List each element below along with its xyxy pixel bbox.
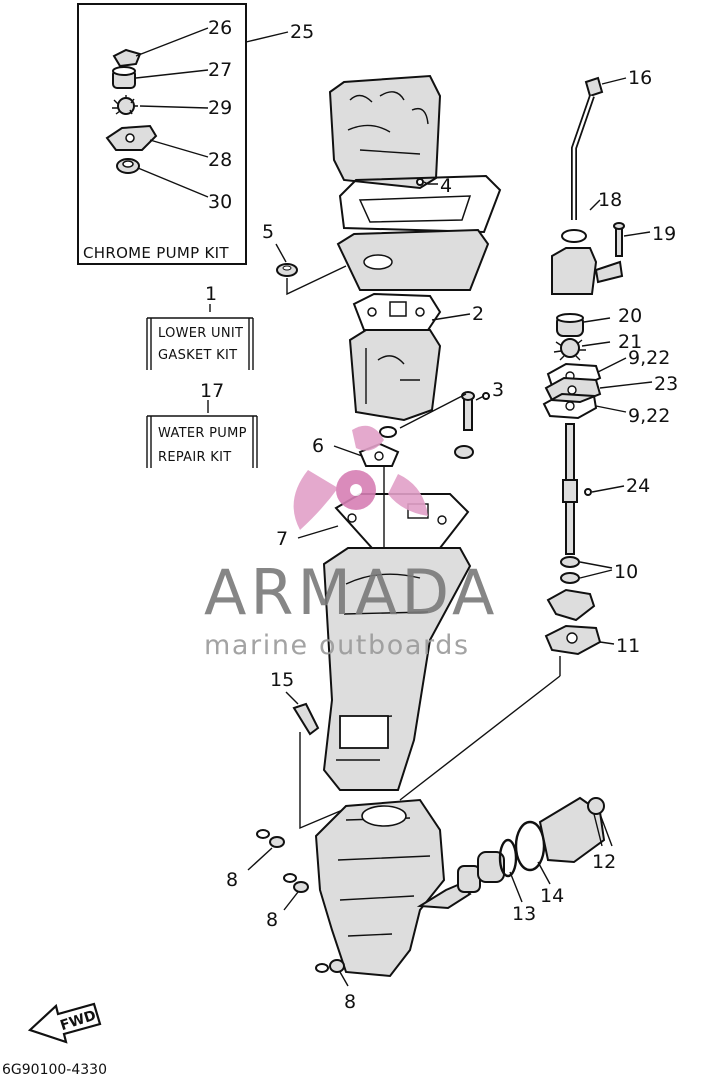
- part-27-cup: [112, 66, 136, 89]
- part-10-washers: [560, 556, 580, 584]
- callout-18: 18: [598, 189, 622, 211]
- callout-8-a: 8: [226, 869, 238, 891]
- armada-watermark: ARMADA marine outboards: [204, 425, 498, 661]
- extension-upper-housing: [348, 329, 442, 422]
- lower-unit-kit-line1: LOWER UNIT: [158, 326, 243, 341]
- lower-unit-gasket-kit-box: 1 LOWER UNIT GASKET KIT: [146, 283, 254, 370]
- callout-20: 20: [618, 305, 642, 327]
- callout-29: 29: [208, 97, 232, 119]
- part-2-gasket: [352, 292, 442, 331]
- callout-8-b: 8: [266, 909, 278, 931]
- pump-base: [546, 588, 596, 622]
- water-tube: [571, 95, 595, 220]
- part-14-o-ring: [514, 820, 546, 872]
- callout-23: 23: [654, 373, 678, 395]
- callout-28: 28: [208, 149, 232, 171]
- water-pump-repair-kit-box: 17 WATER PUMP REPAIR KIT: [146, 380, 258, 468]
- callout-16: 16: [628, 67, 652, 89]
- callout-27: 27: [208, 59, 232, 81]
- part-30-seal: [116, 158, 140, 174]
- water-pump-kit-line1: WATER PUMP: [158, 426, 247, 441]
- callout-4: 4: [440, 175, 452, 197]
- part-18-pump-housing: [551, 229, 624, 295]
- callout-21: 21: [618, 331, 642, 353]
- drive-shaft: [562, 423, 578, 555]
- upper-casing-plate: [336, 174, 502, 291]
- fwd-arrow-icon: FWD: [27, 1002, 102, 1044]
- callout-11: 11: [616, 635, 640, 657]
- part-8-bolt-3: [315, 959, 345, 973]
- part-3-bolt: [461, 391, 475, 431]
- callout-8-c: 8: [344, 991, 356, 1013]
- part-3-washer: [454, 445, 474, 459]
- diagram-code: 6G90100-4330: [2, 1062, 107, 1077]
- part-13-o-ring: [498, 838, 518, 878]
- callout-13: 13: [512, 903, 536, 925]
- callout-10: 10: [614, 561, 638, 583]
- chrome-pump-kit-box: 26 27 29 28 30 CHROME PUMP KIT: [77, 3, 247, 265]
- callout-14: 14: [540, 885, 564, 907]
- part-16-grommet: [584, 76, 604, 98]
- part-8-bolt-2: [283, 873, 309, 893]
- callout-30: 30: [208, 191, 232, 213]
- bearing-housing: [538, 796, 606, 864]
- watermark-title: ARMADA: [204, 556, 498, 629]
- part-9-22-gasket-lower: [542, 392, 598, 420]
- part-11-gasket: [544, 624, 602, 656]
- chrome-pump-kit-label: CHROME PUMP KIT: [83, 244, 229, 262]
- water-pump-kit-line2: REPAIR KIT: [158, 450, 231, 465]
- callout-19: 19: [652, 223, 676, 245]
- part-19-bolt: [613, 222, 625, 257]
- callout-17: 17: [200, 380, 224, 402]
- part-26-plate: [112, 48, 142, 68]
- callout-3: 3: [492, 379, 504, 401]
- callout-7: 7: [276, 528, 288, 550]
- callout-6: 6: [312, 435, 324, 457]
- part-15-grommet: [292, 702, 320, 736]
- callout-15: 15: [270, 669, 294, 691]
- part-8-bolt-1: [256, 829, 285, 848]
- callout-2: 2: [472, 303, 484, 325]
- callout-1: 1: [205, 283, 217, 305]
- exhaust-housing: [322, 547, 472, 791]
- callout-12: 12: [592, 851, 616, 873]
- lower-unit-kit-line2: GASKET KIT: [158, 348, 237, 363]
- callout-9-22-a: 9,22: [628, 347, 670, 369]
- callout-9-22-b: 9,22: [628, 405, 670, 427]
- armada-logo-icon: [293, 425, 428, 530]
- callout-25: 25: [290, 21, 314, 43]
- callout-5: 5: [262, 221, 274, 243]
- propeller-shaft: [416, 851, 505, 910]
- callout-24: 24: [626, 475, 650, 497]
- callout-26: 26: [208, 17, 232, 39]
- watermark-subtitle: marine outboards: [204, 630, 470, 661]
- part-29-impeller: [112, 95, 138, 115]
- gearcase: [314, 798, 446, 978]
- part-20-insert-cup: [556, 313, 584, 337]
- powerhead-casting: [328, 74, 442, 190]
- part-5-nut: [276, 263, 298, 277]
- part-21-impeller: [553, 338, 586, 361]
